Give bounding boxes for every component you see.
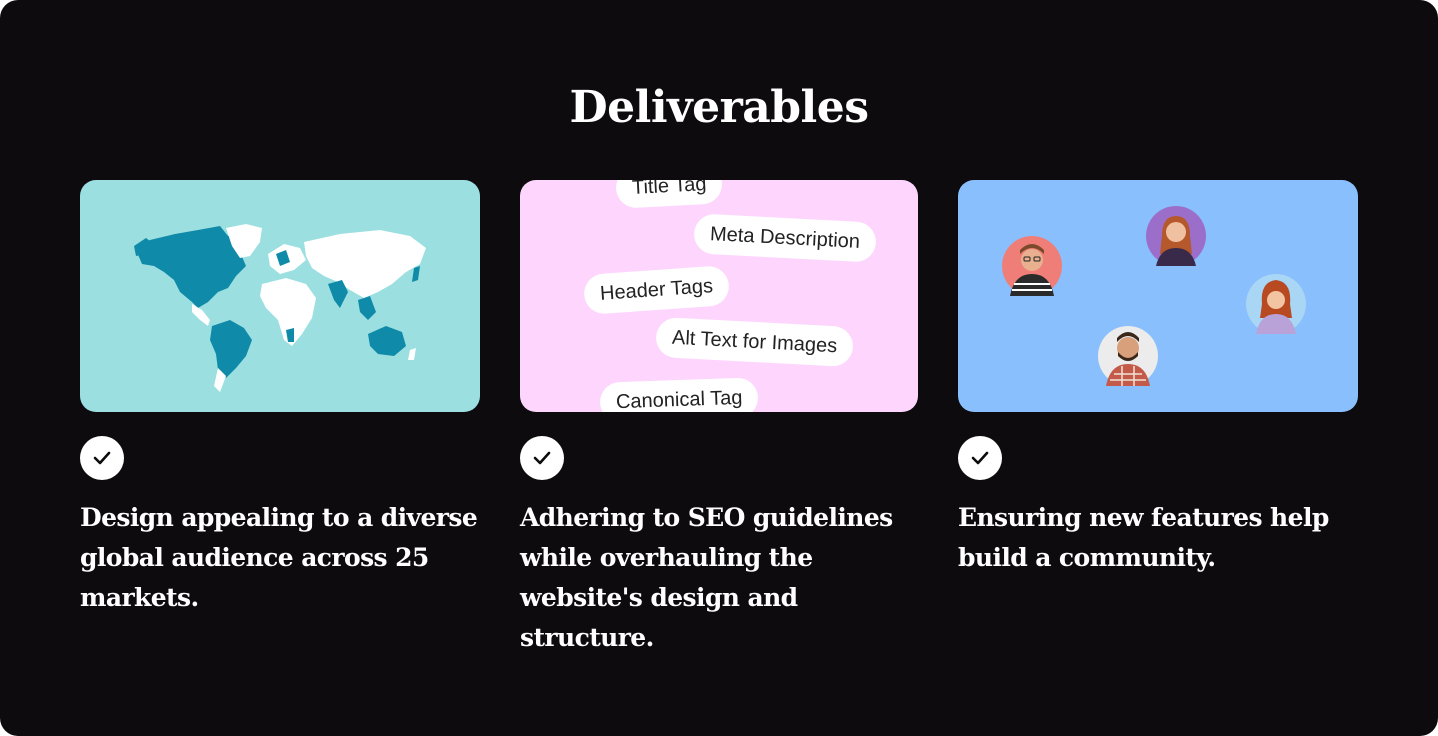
- community-card: [958, 180, 1358, 412]
- deliverable-description-seo: Adhering to SEO guidelines while overhau…: [520, 503, 893, 652]
- tag-meta-description: Meta Description: [693, 213, 877, 263]
- world-map-card: [80, 180, 480, 412]
- australia-shape: [368, 326, 406, 356]
- tag-header: Header Tags: [582, 264, 731, 316]
- deliverable-description-community: Ensuring new features help build a commu…: [958, 503, 1329, 572]
- avatar-man-glasses: [1002, 236, 1062, 296]
- check-icon: [533, 451, 551, 465]
- avatar-man-beard: [1098, 326, 1158, 386]
- check-icon: [971, 451, 989, 465]
- check-badge-2: [520, 436, 564, 480]
- new-zealand-shape: [408, 348, 416, 360]
- avatar-woman-curly: [1246, 274, 1306, 334]
- south-america-south-shape: [214, 368, 226, 392]
- africa-highlight-shape: [286, 328, 294, 342]
- community-illustration: [1002, 206, 1306, 386]
- check-badge-3: [958, 436, 1002, 480]
- africa-shape: [260, 278, 316, 346]
- central-america-shape: [192, 304, 210, 326]
- tag-title: Title Tag: [615, 180, 724, 209]
- asia-shape: [304, 230, 426, 298]
- avatar-woman-smiling: [1146, 206, 1206, 266]
- tag-alt-text: Alt Text for Images: [655, 316, 855, 368]
- world-map-illustration: [134, 224, 426, 392]
- southeast-asia-shape: [358, 296, 376, 320]
- tag-canonical: Canonical Tag: [599, 377, 760, 412]
- india-shape: [328, 280, 348, 308]
- japan-shape: [412, 266, 420, 282]
- check-badge-1: [80, 436, 124, 480]
- deliverable-description-global: Design appealing to a diverse global aud…: [80, 503, 478, 612]
- seo-tags-card: Title Tag Meta Description Header Tags A…: [520, 180, 918, 412]
- greenland-shape: [226, 224, 262, 258]
- europe-highlight-shape: [276, 250, 290, 266]
- section-title: Deliverables: [569, 82, 869, 133]
- alaska-shape: [134, 238, 154, 256]
- south-america-shape: [210, 320, 252, 378]
- north-america-shape: [136, 226, 248, 308]
- check-icon: [93, 451, 111, 465]
